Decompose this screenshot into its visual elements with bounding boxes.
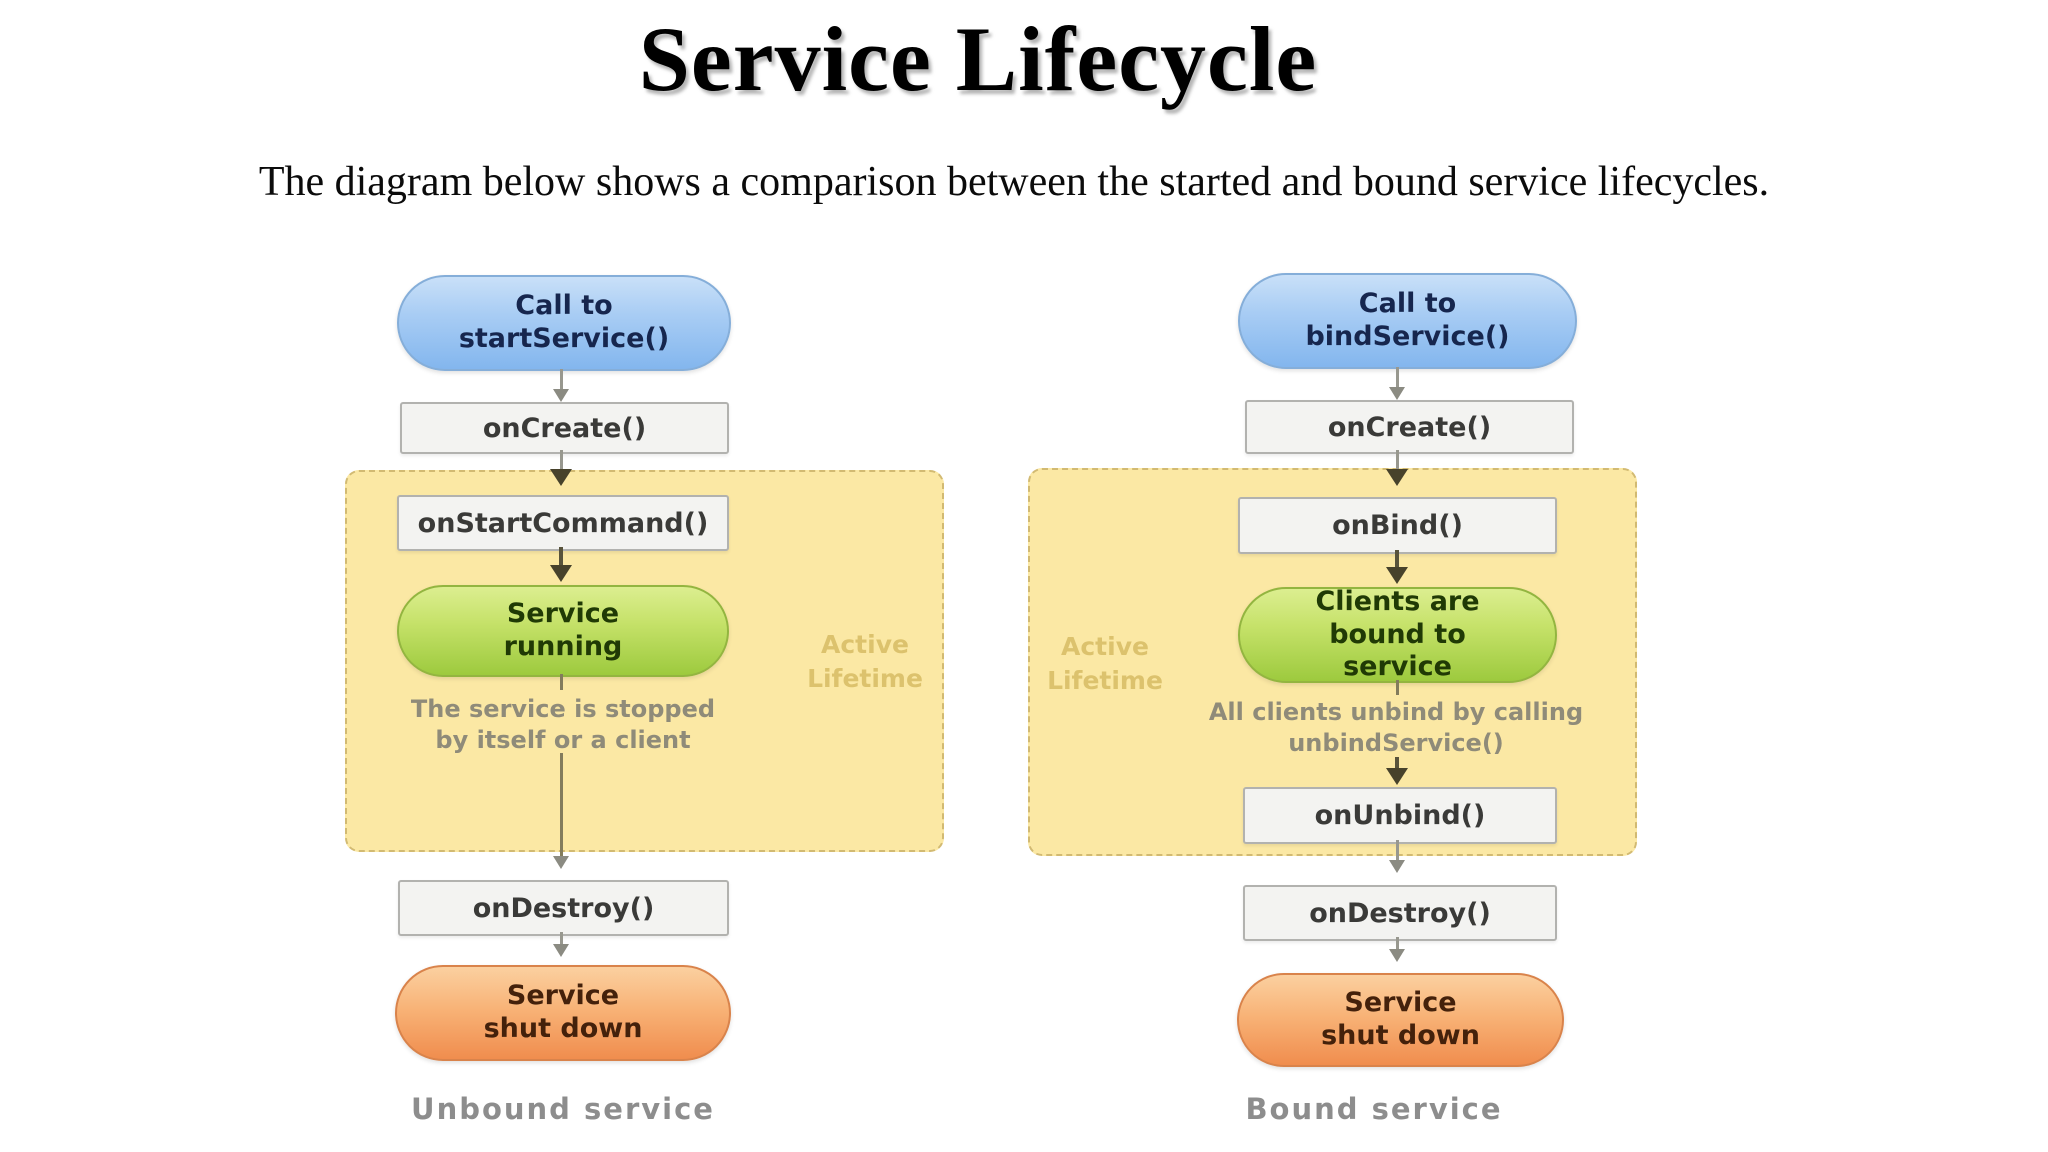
- arrow-shaft: [1396, 367, 1399, 389]
- arrow-head: [1386, 768, 1408, 785]
- onunbind-box: onUnbind(): [1243, 787, 1557, 844]
- arrow-head: [1386, 567, 1408, 584]
- arrow-shaft: [559, 547, 563, 566]
- oncreate-box: onCreate(): [1245, 400, 1574, 454]
- connector-line: [560, 753, 563, 857]
- arrow-shaft: [1395, 550, 1399, 568]
- ondestroy-box: onDestroy(): [1243, 885, 1557, 941]
- arrow-shaft: [1396, 450, 1399, 470]
- arrow-head: [553, 856, 569, 869]
- arrow-head: [1386, 469, 1408, 486]
- onbind-box: onBind(): [1238, 497, 1557, 554]
- oncreate-box: onCreate(): [400, 402, 729, 454]
- arrow-shaft: [560, 450, 563, 470]
- stop-condition-note: The service is stopped by itself or a cl…: [410, 695, 716, 754]
- ondestroy-box: onDestroy(): [398, 880, 729, 936]
- arrow-shaft: [560, 932, 563, 945]
- bind-service-node: Call to bindService(): [1238, 273, 1577, 369]
- arrow-head: [553, 389, 569, 402]
- unbound-service-caption: Unbound service: [411, 1092, 715, 1126]
- arrow-shaft: [1395, 757, 1399, 769]
- active-lifetime-label: Active Lifetime: [1047, 632, 1163, 695]
- start-service-node: Call to startService(): [397, 275, 731, 371]
- bound-service-caption: Bound service: [1245, 1092, 1503, 1126]
- arrow-shaft: [1396, 937, 1399, 950]
- service-shutdown-node: Service shut down: [395, 965, 731, 1061]
- active-lifetime-label: Active Lifetime: [807, 630, 923, 693]
- arrow-head: [550, 565, 572, 582]
- service-shutdown-node: Service shut down: [1237, 973, 1564, 1067]
- page-title: Service Lifecycle: [638, 8, 1318, 110]
- connector-line: [560, 674, 563, 690]
- arrow-head: [550, 469, 572, 486]
- service-running-node: Service running: [397, 585, 729, 677]
- arrow-head: [1389, 949, 1405, 962]
- arrow-shaft: [1396, 840, 1399, 861]
- arrow-head: [1389, 860, 1405, 873]
- page-subtitle: The diagram below shows a comparison bet…: [258, 159, 1770, 205]
- arrow-shaft: [560, 369, 563, 391]
- connector-line: [1396, 680, 1399, 695]
- onstartcommand-box: onStartCommand(): [397, 495, 729, 551]
- unbind-condition-note: All clients unbind by calling unbindServ…: [1208, 698, 1584, 757]
- clients-bound-node: Clients are bound to service: [1238, 586, 1557, 683]
- arrow-head: [553, 944, 569, 957]
- arrow-head: [1389, 387, 1405, 400]
